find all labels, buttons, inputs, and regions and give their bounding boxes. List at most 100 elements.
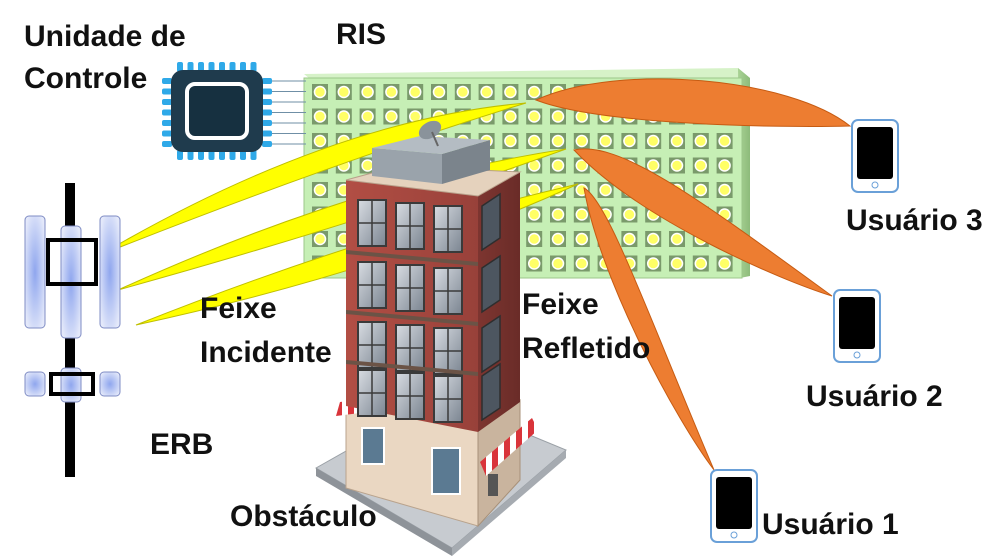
mailbox (488, 474, 498, 496)
ris-element (670, 257, 684, 270)
roof-box-top (372, 136, 490, 154)
chip-pin (240, 62, 246, 72)
ris-element (551, 159, 565, 172)
ris-element (337, 110, 351, 123)
ris-element (623, 232, 636, 246)
ris-element (432, 85, 446, 99)
chip-pin (162, 120, 172, 126)
building-side-window (481, 192, 501, 252)
phone-home-button (730, 531, 738, 539)
ris-element (313, 232, 327, 246)
ris-element (313, 134, 327, 148)
ris-element (575, 159, 589, 172)
base-station-label: ERB (150, 428, 214, 461)
chip-pin (240, 150, 246, 160)
chip-pin (177, 150, 183, 160)
antenna-panel-right (99, 215, 121, 329)
ris-element (670, 134, 684, 148)
chip-pin (250, 150, 257, 160)
ris-element (575, 232, 589, 246)
ris-element (527, 257, 541, 270)
antenna-panel-left (24, 215, 46, 329)
chip-pin (198, 62, 204, 72)
ris-element (313, 85, 327, 99)
ris-element (646, 257, 660, 270)
chip-pin (219, 62, 225, 72)
ris-element (504, 110, 517, 123)
ris-element (694, 159, 708, 172)
ris-element (575, 134, 589, 148)
incident-beam-label-line1: Feixe (200, 292, 277, 325)
roof-box-front (372, 148, 442, 184)
phone-home-button (871, 181, 879, 189)
ris-element (551, 208, 565, 221)
ris-element (456, 85, 470, 99)
phone-screen (716, 477, 752, 529)
ris-element (599, 134, 612, 148)
ris-element (527, 110, 541, 123)
ris-element (718, 134, 731, 148)
ris-element (361, 159, 374, 172)
chip-pin (208, 150, 215, 160)
microchip-pins (162, 62, 272, 160)
chip-pin (219, 150, 225, 160)
control-wires (270, 80, 306, 145)
ris-element (361, 110, 374, 123)
ris-element (646, 159, 660, 172)
control-unit-label-line2: Controle (24, 62, 148, 95)
ris-element (551, 257, 565, 270)
ris-element (575, 208, 589, 221)
ris-element (361, 85, 374, 99)
chip-pin (262, 109, 272, 116)
building-side-window (481, 254, 501, 314)
user3-label: Usuário 3 (846, 204, 983, 237)
building-base-plate-edge (316, 468, 452, 556)
ris-element (718, 159, 731, 172)
awning-right (480, 418, 538, 476)
ris-element (527, 85, 541, 99)
ris-element (313, 110, 327, 123)
ris-element (718, 183, 731, 197)
chip-pin (177, 62, 183, 72)
ris-element (385, 85, 398, 99)
chip-pin (262, 99, 272, 105)
antenna-tower-icon (24, 183, 121, 477)
building-side-window (481, 314, 501, 374)
chip-pin (162, 88, 172, 95)
chip-pin (187, 62, 194, 72)
ris-element (551, 110, 565, 123)
ris-element (408, 85, 422, 99)
chip-pin (162, 130, 172, 137)
reflected-beams (534, 78, 852, 471)
chip-pin (162, 99, 172, 105)
satellite-dish (418, 120, 442, 140)
ris-element (551, 134, 565, 148)
user1-phone (710, 469, 758, 543)
building-windows (357, 192, 501, 423)
chip-pin (208, 62, 215, 72)
user2-label: Usuário 2 (806, 380, 943, 413)
ris-element (623, 208, 636, 221)
phone-home-button (853, 351, 861, 359)
user1-label: Usuário 1 (762, 508, 899, 541)
chip-pin (262, 78, 272, 84)
obstacle-label: Obstáculo (230, 500, 377, 533)
chip-pin (162, 109, 172, 116)
satellite-dish-arm (431, 131, 439, 147)
ris-element (480, 85, 493, 99)
antenna-small-left (24, 371, 46, 397)
ris-element (623, 134, 636, 148)
shop-window (361, 427, 385, 465)
ris-element (527, 232, 541, 246)
user2-phone (833, 289, 881, 363)
antenna-small-bracket (49, 372, 95, 396)
reflected-beam-user2 (573, 148, 833, 297)
ris-element (646, 134, 660, 148)
chip-pin (162, 141, 172, 147)
ris-element (527, 134, 541, 148)
chip-pin (262, 88, 272, 95)
control-unit-chip (162, 62, 306, 160)
ris-element (504, 85, 517, 99)
microchip-core (185, 82, 249, 140)
ris-element (694, 257, 708, 270)
